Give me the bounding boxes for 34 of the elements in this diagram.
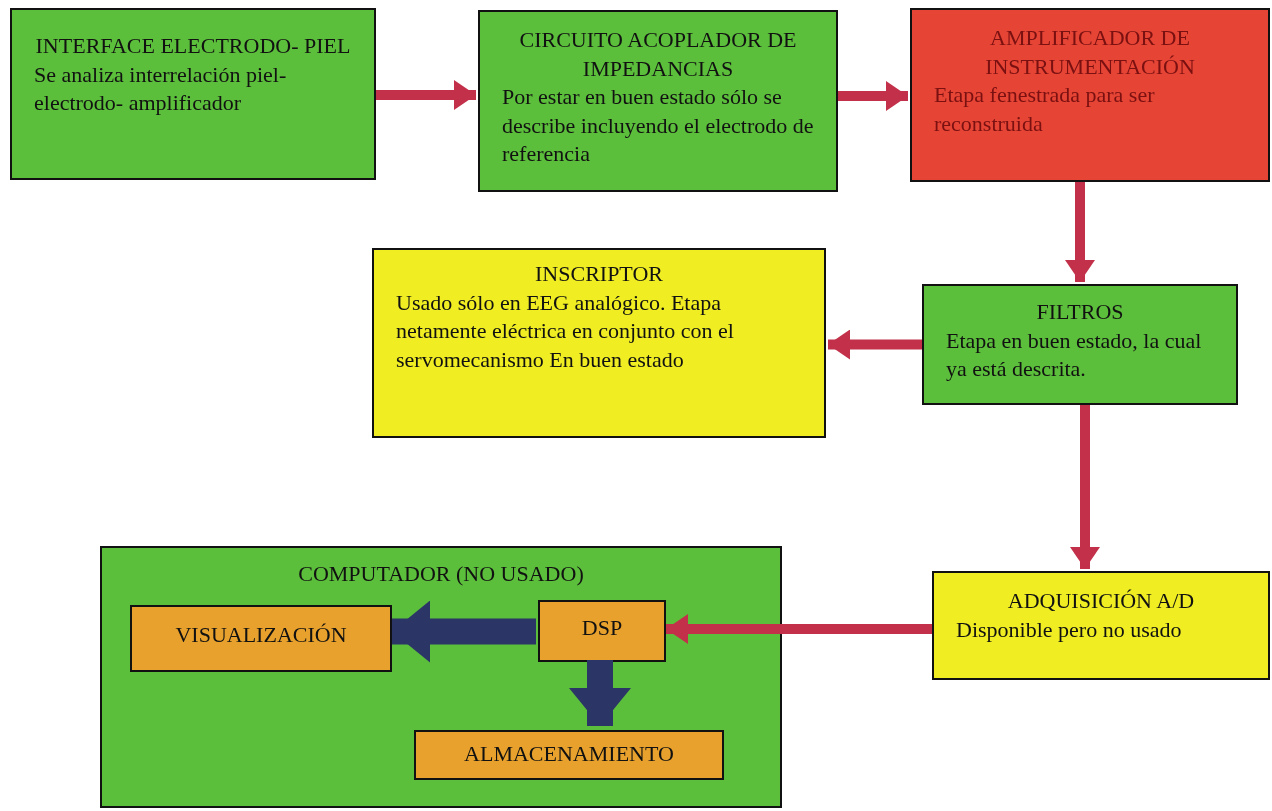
process-box bbox=[478, 10, 838, 192]
node-description: Se analiza interrelación piel- electrodo- amplificador bbox=[34, 60, 288, 118]
node-heading: CIRCUITO ACOPLADOR DE IMPEDANCIAS bbox=[518, 26, 798, 83]
process-box bbox=[538, 600, 666, 662]
node-description: Por estar en buen estado sólo se describe incluyendo el electrodo de referencia bbox=[502, 83, 814, 169]
node-description: Disponible pero no usado bbox=[956, 615, 1183, 644]
node-heading: AMPLIFICADOR DE INSTRUMENTACIÓN bbox=[984, 24, 1196, 81]
node-description: Usado sólo en EEG analógico. Etapa netamente eléctrica en conjunto con el servomecanismo En buen estado bbox=[396, 288, 735, 374]
node-heading: DSP bbox=[580, 614, 624, 642]
node-heading: VISUALIZACIÓN bbox=[174, 621, 348, 649]
process-box bbox=[932, 571, 1270, 680]
process-box bbox=[922, 284, 1238, 405]
process-box bbox=[10, 8, 376, 180]
node-heading: FILTROS bbox=[1035, 298, 1125, 326]
node-description: Etapa en buen estado, la cual ya está descrita. bbox=[946, 326, 1203, 384]
node-description: Etapa fenestrada para ser reconstruida bbox=[934, 81, 1156, 138]
node-heading: INSCRIPTOR bbox=[534, 260, 664, 288]
arrow bbox=[392, 600, 536, 663]
node-heading: COMPUTADOR (NO USADO) bbox=[297, 560, 585, 588]
node-heading: INTERFACE ELECTRODO- PIEL bbox=[34, 32, 352, 60]
process-box bbox=[372, 248, 826, 438]
node-heading: ALMACENAMIENTO bbox=[463, 740, 675, 768]
arrow bbox=[838, 81, 908, 111]
arrow bbox=[569, 660, 631, 726]
process-box bbox=[414, 730, 724, 780]
arrow bbox=[376, 80, 476, 110]
arrow bbox=[1065, 182, 1095, 282]
arrow bbox=[828, 329, 922, 360]
process-box bbox=[910, 8, 1270, 182]
process-box bbox=[130, 605, 392, 672]
node-heading: ADQUISICIÓN A/D bbox=[1006, 587, 1196, 615]
process-box bbox=[100, 546, 782, 808]
arrow bbox=[666, 614, 932, 644]
arrow bbox=[1070, 405, 1100, 569]
